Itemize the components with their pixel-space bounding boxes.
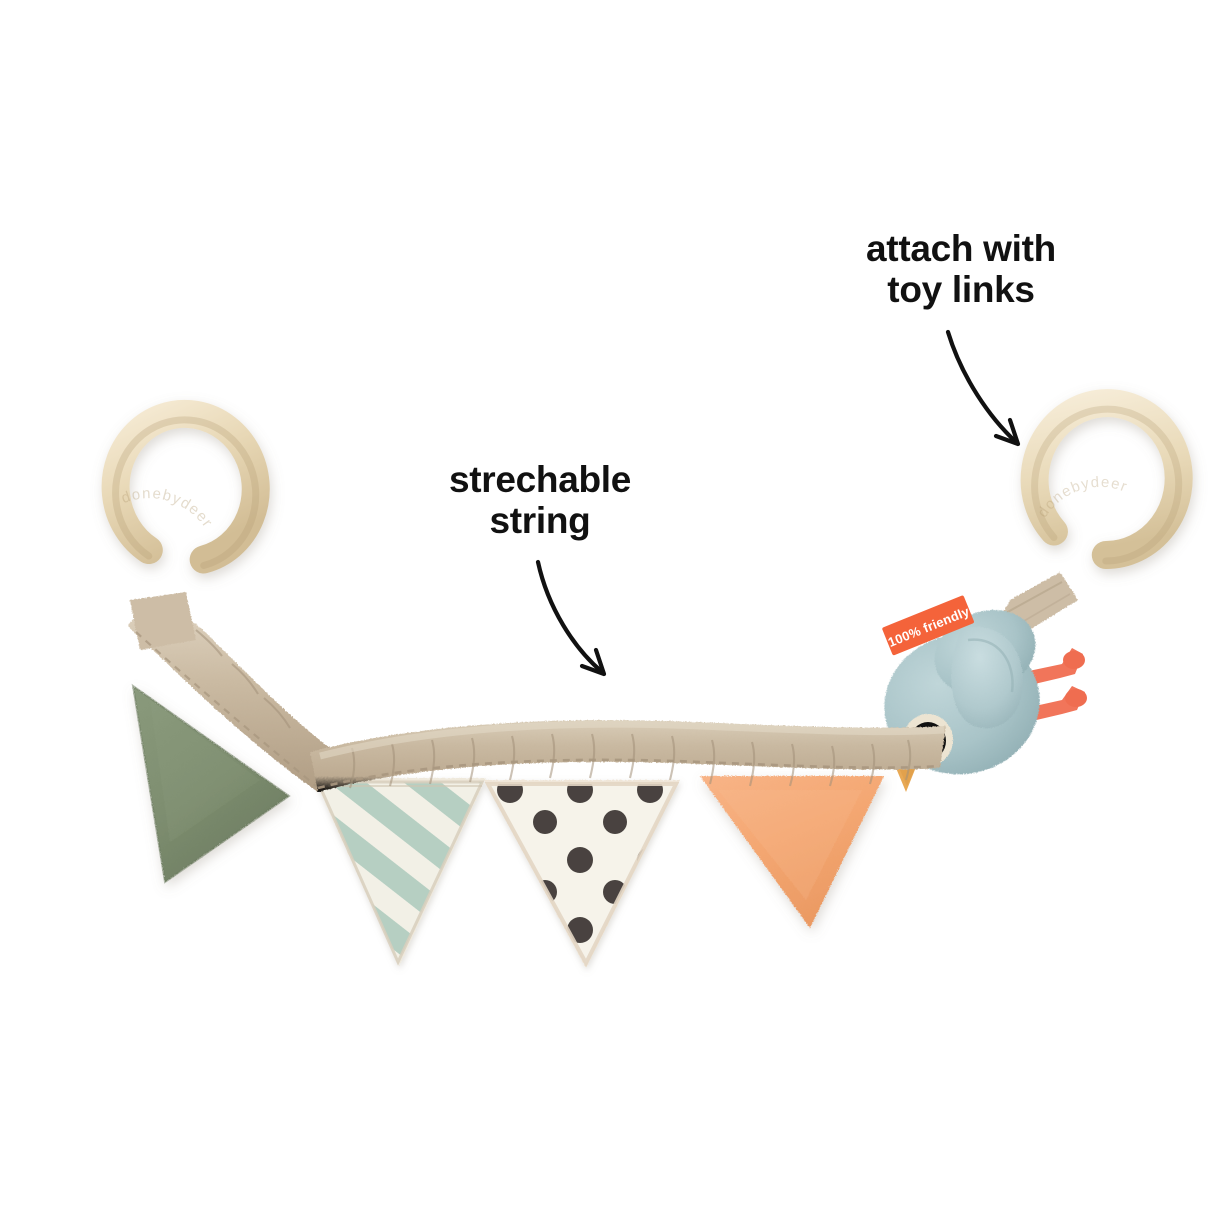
bird-plush-toy: 100% friendly xyxy=(882,572,1087,792)
arrow-strechable-string xyxy=(535,559,607,677)
strechable-string xyxy=(128,592,946,792)
string-stitching xyxy=(317,758,941,790)
arrow-attach-with-toy-links xyxy=(945,329,1021,447)
right-toy-link-shading xyxy=(1031,405,1183,565)
right-toy-link xyxy=(1020,389,1193,570)
string-ruching xyxy=(195,629,912,789)
flag-peach xyxy=(700,776,884,928)
annotation-strechable-string: strechable string xyxy=(448,459,632,542)
bird-wing xyxy=(951,626,1023,729)
left-toy-link-shading xyxy=(112,416,260,570)
left-toy-link xyxy=(101,399,270,574)
flag-sage-plush xyxy=(131,683,291,884)
annotation-attach-with-toy-links: attach with toy links xyxy=(866,228,1056,311)
bird-legs xyxy=(1024,648,1087,722)
